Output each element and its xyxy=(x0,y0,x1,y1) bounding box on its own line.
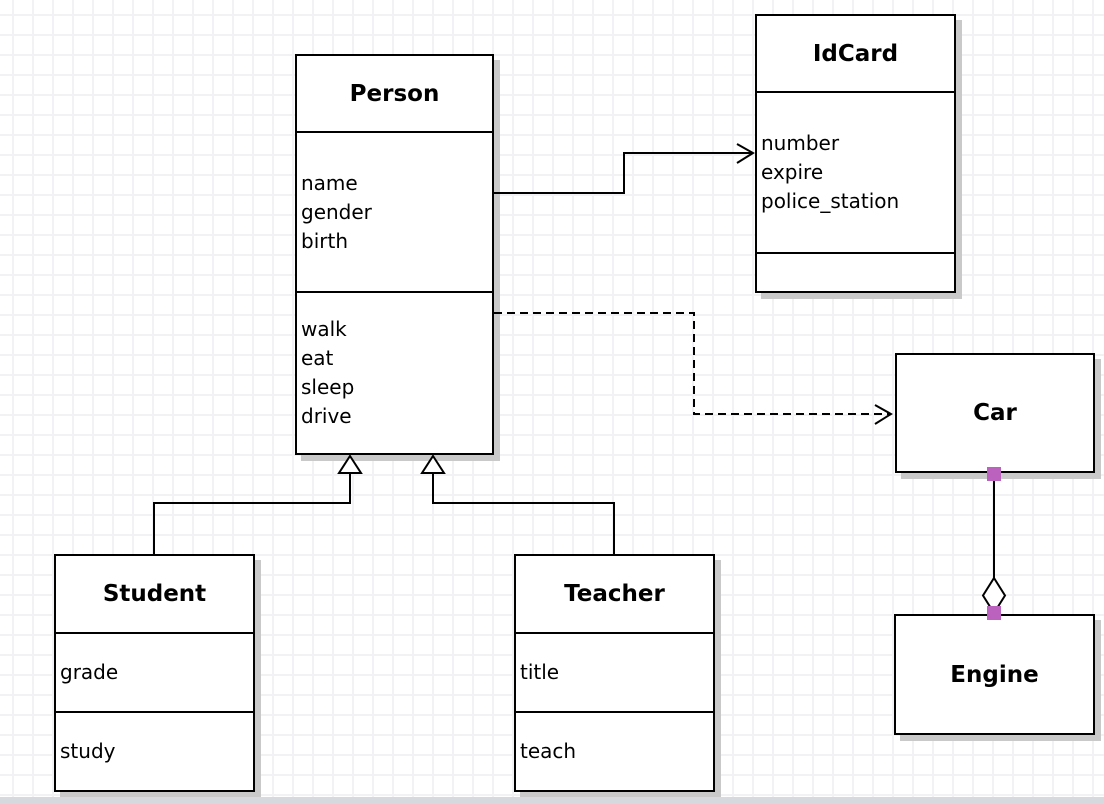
method: walk xyxy=(301,317,347,341)
class-person-methods: walk eat sleep drive xyxy=(297,293,492,453)
method: sleep xyxy=(301,375,355,399)
edge-generalization-teacher-person[interactable] xyxy=(420,454,615,554)
edge-association-person-idcard[interactable] xyxy=(493,143,755,194)
class-student-methods: study xyxy=(56,713,253,790)
class-car[interactable]: Car xyxy=(895,353,1095,473)
class-person-title: Person xyxy=(297,56,492,133)
hollow-triangle-icon xyxy=(420,454,446,474)
attribute: title xyxy=(520,660,560,684)
class-idcard-title: IdCard xyxy=(757,16,954,93)
attribute: name xyxy=(301,170,358,195)
hollow-triangle-icon xyxy=(337,454,363,474)
class-teacher-methods: teach xyxy=(516,713,713,790)
class-teacher-attributes: title xyxy=(516,634,713,713)
class-idcard[interactable]: IdCard number expire police_station xyxy=(755,14,956,293)
open-arrowhead-icon xyxy=(736,143,755,164)
method: study xyxy=(60,739,116,763)
attribute: gender xyxy=(301,199,372,224)
class-person-attributes: name gender birth xyxy=(297,133,492,293)
class-person[interactable]: Person name gender birth walk eat sleep … xyxy=(295,54,494,455)
class-teacher-title: Teacher xyxy=(516,556,713,634)
method: drive xyxy=(301,404,352,428)
class-idcard-attributes: number expire police_station xyxy=(757,93,954,254)
edge-generalization-student-person[interactable] xyxy=(153,454,363,554)
class-student[interactable]: Student grade study xyxy=(54,554,255,792)
class-teacher[interactable]: Teacher title teach xyxy=(514,554,715,792)
window-bottom-edge xyxy=(0,797,1104,804)
attribute: grade xyxy=(60,660,119,684)
attribute: expire xyxy=(761,160,824,184)
attribute: police_station xyxy=(761,189,900,213)
attribute: birth xyxy=(301,228,348,253)
class-student-attributes: grade xyxy=(56,634,253,713)
method: eat xyxy=(301,346,334,370)
class-idcard-methods xyxy=(757,254,954,291)
edge-aggregation-car-engine[interactable] xyxy=(981,467,1007,620)
edge-endpoint-handle[interactable] xyxy=(987,467,1001,481)
method: teach xyxy=(520,739,577,763)
open-arrowhead-icon xyxy=(874,404,893,425)
class-student-title: Student xyxy=(56,556,253,634)
class-engine[interactable]: Engine xyxy=(894,614,1095,735)
attribute: number xyxy=(761,131,840,155)
edge-dependency-person-car[interactable] xyxy=(494,312,893,425)
edge-endpoint-handle[interactable] xyxy=(987,606,1001,620)
class-car-title: Car xyxy=(973,400,1017,426)
class-engine-title: Engine xyxy=(950,661,1039,688)
